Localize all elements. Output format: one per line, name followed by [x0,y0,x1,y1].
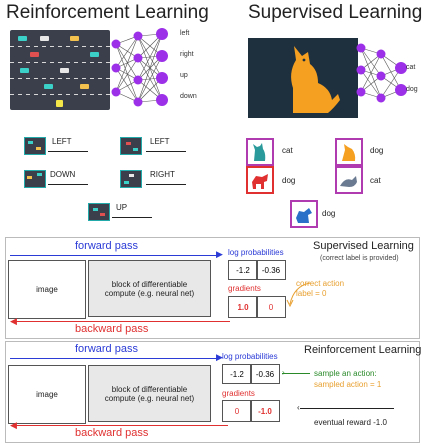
forward-pass-label: forward pass [75,343,138,355]
rl-network-diagram [111,28,168,107]
sl-output-cat: cat [406,64,416,71]
game-frame-icon [88,203,110,221]
output-node [395,62,407,74]
compute-block: block of differentiable compute (e.g. ne… [88,365,211,422]
logprob-cell: -1.2 [222,364,252,384]
hidden-node [133,31,143,41]
dog-icon [246,166,274,194]
example-action-label: DOWN [50,170,76,179]
hidden-node [376,93,386,103]
hidden-node [356,87,366,97]
log-probabilities-label: log probabilities [222,352,278,361]
arrow-head-right-icon: ▶ [216,249,223,259]
rl-output-down: down [180,93,197,100]
rl-output-left: left [180,30,190,37]
output-node [156,28,168,40]
hidden-node [133,97,143,107]
output-node [395,84,407,96]
supervised-panel-title: Supervised Learning [313,240,414,252]
sl-title: Supervised Learning [248,2,423,23]
example-action-label: RIGHT [150,170,175,179]
hidden-node [133,53,143,63]
gradient-cell: 0 [222,400,252,422]
dog-silhouette-icon [248,38,358,118]
hidden-node [133,75,143,85]
car-game-icon [10,30,110,110]
hidden-node [376,49,386,59]
log-probabilities-label: log probabilities [228,248,284,257]
rl-panel-title: Reinforcement Learning [304,344,422,356]
compute-block: block of differentiable compute (e.g. ne… [88,260,211,317]
gradient-cell: 0 [256,296,286,318]
example-label-dog: dog [322,209,336,218]
gradients-label: gradients [222,389,255,398]
hidden-node [376,71,386,81]
forward-arrow-icon [10,255,220,256]
game-frame-icon [24,170,46,188]
hidden-node [111,87,121,97]
sample-action-label: sample an action: [314,369,377,378]
arrow-head-right-icon: ▶ [216,352,223,362]
arrow-head-right-icon: › [282,368,285,377]
arrow-right-icon [112,217,152,218]
forward-arrow-icon [10,358,220,359]
curved-arrow-icon [286,282,311,308]
sample-arrow-icon [282,373,310,374]
supervised-panel-subtitle: (correct label is provided) [320,255,399,262]
output-node [156,72,168,84]
dog-icon [290,200,318,228]
example-label-dog: dog [282,176,296,185]
hidden-node [111,39,121,49]
example-action-label: LEFT [52,137,72,146]
rl-title: Reinforcement Learning [6,2,209,23]
game-frame-icon [120,137,142,155]
logprob-cell: -0.36 [256,260,286,280]
dog-icon [335,138,363,166]
arrow-head-left-icon: ◀ [10,316,17,326]
arrow-right-icon [48,184,88,185]
example-label-cat: cat [370,176,381,185]
label-value: label = 0 [296,289,327,298]
output-node [156,94,168,106]
gradient-cell: -1.0 [250,400,280,422]
arrow-head-left-icon: ‹ [297,403,300,412]
backward-arrow-icon [14,321,230,322]
cat-icon [335,166,363,194]
hidden-node [111,63,121,73]
rl-output-up: up [180,72,188,79]
reward-arrow-icon [300,408,394,409]
output-node [156,50,168,62]
forward-pass-label: forward pass [75,240,138,252]
hidden-node [356,43,366,53]
input-image-box: image [8,365,86,424]
backward-pass-label: backward pass [75,323,149,335]
arrow-right-icon [48,151,88,152]
backward-pass-label: backward pass [75,427,149,439]
sl-output-dog: dog [406,86,418,93]
correct-action-label: correct action [296,279,345,288]
example-label-dog: dog [370,146,384,155]
sl-network-diagram [356,43,407,103]
sampled-action-value: sampled action = 1 [314,380,382,389]
gradients-label: gradients [228,284,261,293]
game-frame-icon [24,137,46,155]
example-action-label: UP [116,203,128,212]
input-image-box: image [8,260,86,319]
arrow-right-icon [146,184,186,185]
logprob-cell: -0.36 [250,364,280,384]
eventual-reward-label: eventual reward -1.0 [314,418,387,427]
arrow-right-icon [146,151,186,152]
logprob-cell: -1.2 [228,260,258,280]
example-action-label: LEFT [150,137,170,146]
example-label-cat: cat [282,146,293,155]
arrow-head-left-icon: ◀ [10,420,17,430]
cat-icon [246,138,274,166]
hidden-node [356,65,366,75]
rl-output-right: right [180,51,194,58]
backward-arrow-icon [14,425,228,426]
game-frame-icon [120,170,142,188]
gradient-cell: 1.0 [228,296,258,318]
